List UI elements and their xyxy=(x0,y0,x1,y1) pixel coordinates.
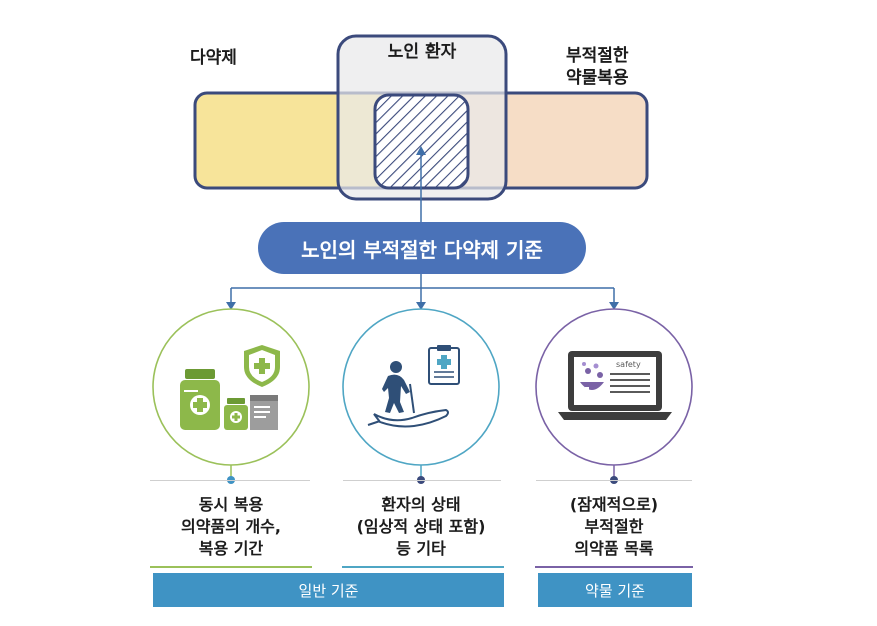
divider-1 xyxy=(150,480,310,481)
criterion-dosage-line3: 복용 기간 xyxy=(198,539,264,558)
inappropriate-medication-line2: 약물복용 xyxy=(566,68,629,88)
criterion-drug-list-line1: (잠재적으로) xyxy=(569,495,659,514)
circle-patient xyxy=(342,308,500,466)
rule-patient xyxy=(342,566,504,568)
criterion-patient-line3: 등 기타 xyxy=(396,539,446,558)
inappropriate-medication-line1: 부적절한 xyxy=(566,46,629,66)
laptop-screen-text: safety xyxy=(616,360,641,369)
divider-2 xyxy=(343,480,501,481)
inappropriate-medication-label: 부적절한 약물복용 xyxy=(566,45,629,89)
drug-criteria-bar: 약물 기준 xyxy=(538,573,692,607)
polypharmacy-label: 다약제 xyxy=(190,48,237,68)
criterion-drug-list-line3: 의약품 목록 xyxy=(574,539,654,558)
criterion-dosage-line1: 동시 복용 xyxy=(198,495,264,514)
criterion-drug-list-line2: 부적절한 xyxy=(584,517,644,536)
rule-drug-list xyxy=(535,566,693,568)
criterion-drug-list-label: (잠재적으로) 부적절한 의약품 목록 xyxy=(533,494,695,560)
circle-dosage xyxy=(152,308,310,466)
elderly-patient-label: 노인 환자 xyxy=(387,42,457,62)
criterion-patient-label: 환자의 상태 (임상적 상태 포함) 등 기타 xyxy=(340,494,502,560)
laptop-safety-list-icon xyxy=(558,351,672,420)
criteria-pill-label: 노인의 부적절한 다약제 기준 xyxy=(301,237,543,262)
criterion-dosage-line2: 의약품의 개수, xyxy=(181,517,281,536)
criterion-patient-line2: (임상적 상태 포함) xyxy=(356,517,486,536)
criteria-pill xyxy=(258,222,586,274)
divider-3 xyxy=(536,480,692,481)
general-criteria-bar: 일반 기준 xyxy=(153,573,504,607)
criterion-dosage-label: 동시 복용 의약품의 개수, 복용 기간 xyxy=(150,494,312,560)
medicine-bottles-shield-icon xyxy=(180,345,280,430)
criterion-patient-line1: 환자의 상태 xyxy=(381,495,461,514)
elderly-patient-hand-icon xyxy=(367,345,460,428)
rule-dosage xyxy=(150,566,312,568)
